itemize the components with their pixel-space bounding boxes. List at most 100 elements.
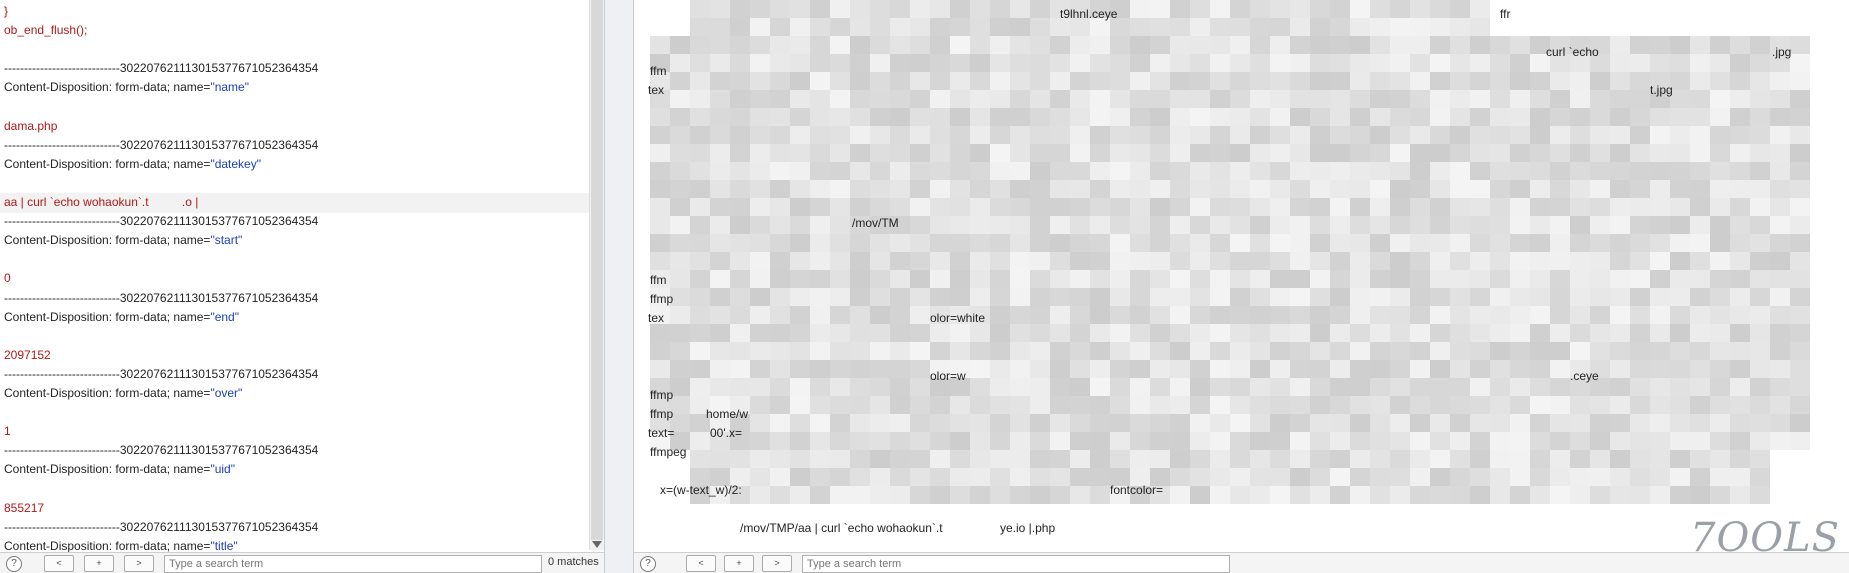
blur-tile [870, 486, 890, 504]
blur-tile [1650, 126, 1670, 144]
blur-tile [1130, 414, 1150, 432]
blur-tile [1310, 108, 1330, 126]
blur-tile [1490, 126, 1510, 144]
pane-splitter[interactable] [604, 0, 634, 573]
blur-tile [1270, 288, 1290, 306]
request-search-input[interactable] [164, 555, 542, 573]
field-name: "uid" [210, 462, 235, 477]
next-button[interactable]: > [124, 555, 154, 572]
blur-tile [1470, 360, 1490, 378]
blur-tile [1170, 252, 1190, 270]
blur-tile [730, 414, 750, 432]
blur-tile [1390, 108, 1410, 126]
blur-tile [1410, 0, 1430, 18]
blur-tile [1370, 108, 1390, 126]
blur-tile [1390, 216, 1410, 234]
response-fragment: t9lhnl.ceye [1060, 7, 1118, 21]
blur-tile [1570, 72, 1590, 90]
blur-tile [1170, 216, 1190, 234]
blur-tile [1390, 18, 1410, 36]
blur-tile [1010, 342, 1030, 360]
blur-tile [850, 108, 870, 126]
blur-tile [1370, 18, 1390, 36]
blur-tile [870, 360, 890, 378]
blur-tile [1130, 450, 1150, 468]
blur-tile [1690, 36, 1710, 54]
blur-tile [1750, 180, 1770, 198]
blur-tile [1290, 54, 1310, 72]
blur-tile [670, 360, 690, 378]
blur-tile [1790, 342, 1810, 360]
blur-tile [1110, 18, 1130, 36]
blur-tile [1090, 18, 1110, 36]
blur-tile [1030, 486, 1050, 504]
blur-tile [1090, 108, 1110, 126]
blur-tile [1250, 270, 1270, 288]
blur-tile [1450, 180, 1470, 198]
blur-tile [1430, 162, 1450, 180]
blur-tile [810, 90, 830, 108]
help-icon[interactable]: ? [6, 556, 22, 572]
blur-tile [1230, 432, 1250, 450]
blur-tile [730, 234, 750, 252]
blur-tile [1490, 486, 1510, 504]
response-search-input[interactable] [802, 555, 1230, 573]
blur-tile [1190, 306, 1210, 324]
blur-tile [1050, 198, 1070, 216]
previous-button[interactable]: < [686, 555, 716, 572]
blur-tile [870, 468, 890, 486]
blur-tile [1430, 252, 1450, 270]
blur-tile [1290, 18, 1310, 36]
blur-tile [1090, 162, 1110, 180]
blur-tile [1410, 414, 1430, 432]
blur-tile [870, 450, 890, 468]
scroll-down-arrow-icon[interactable] [592, 541, 602, 548]
blur-tile [1190, 486, 1210, 504]
blur-tile [770, 90, 790, 108]
previous-button[interactable]: < [44, 555, 74, 572]
add-button[interactable]: + [84, 555, 114, 572]
blur-tile [1450, 126, 1470, 144]
blur-tile [1730, 414, 1750, 432]
vertical-scrollbar[interactable] [589, 0, 604, 550]
add-button[interactable]: + [724, 555, 754, 572]
scrollbar-thumb[interactable] [591, 0, 603, 540]
blur-tile [1430, 414, 1450, 432]
next-button[interactable]: > [762, 555, 792, 572]
blur-tile [930, 432, 950, 450]
blur-tile [1470, 72, 1490, 90]
help-icon[interactable]: ? [640, 556, 656, 572]
blur-tile [690, 378, 710, 396]
blur-tile [750, 234, 770, 252]
blur-tile [1570, 144, 1590, 162]
blur-tile [1110, 270, 1130, 288]
blur-tile [710, 198, 730, 216]
blur-tile [1570, 36, 1590, 54]
blur-tile [1510, 414, 1530, 432]
blur-tile [830, 378, 850, 396]
blur-tile [1210, 306, 1230, 324]
blur-tile [990, 162, 1010, 180]
blur-tile [1490, 378, 1510, 396]
blur-tile [890, 162, 910, 180]
blur-tile [1350, 180, 1370, 198]
blur-tile [890, 108, 910, 126]
blur-tile [730, 486, 750, 504]
blur-tile [710, 432, 730, 450]
blur-tile [1110, 414, 1130, 432]
blur-tile [1250, 450, 1270, 468]
blur-tile [1610, 36, 1630, 54]
blur-tile [730, 342, 750, 360]
blur-tile [810, 432, 830, 450]
blur-tile [770, 342, 790, 360]
blur-tile [790, 468, 810, 486]
blur-tile [1770, 396, 1790, 414]
blur-tile [1770, 360, 1790, 378]
blur-tile [1010, 396, 1030, 414]
blur-tile [1090, 288, 1110, 306]
blur-tile [1270, 126, 1290, 144]
blur-tile [1730, 360, 1750, 378]
blur-tile [950, 288, 970, 306]
blur-tile [1230, 270, 1250, 288]
blur-tile [1330, 72, 1350, 90]
